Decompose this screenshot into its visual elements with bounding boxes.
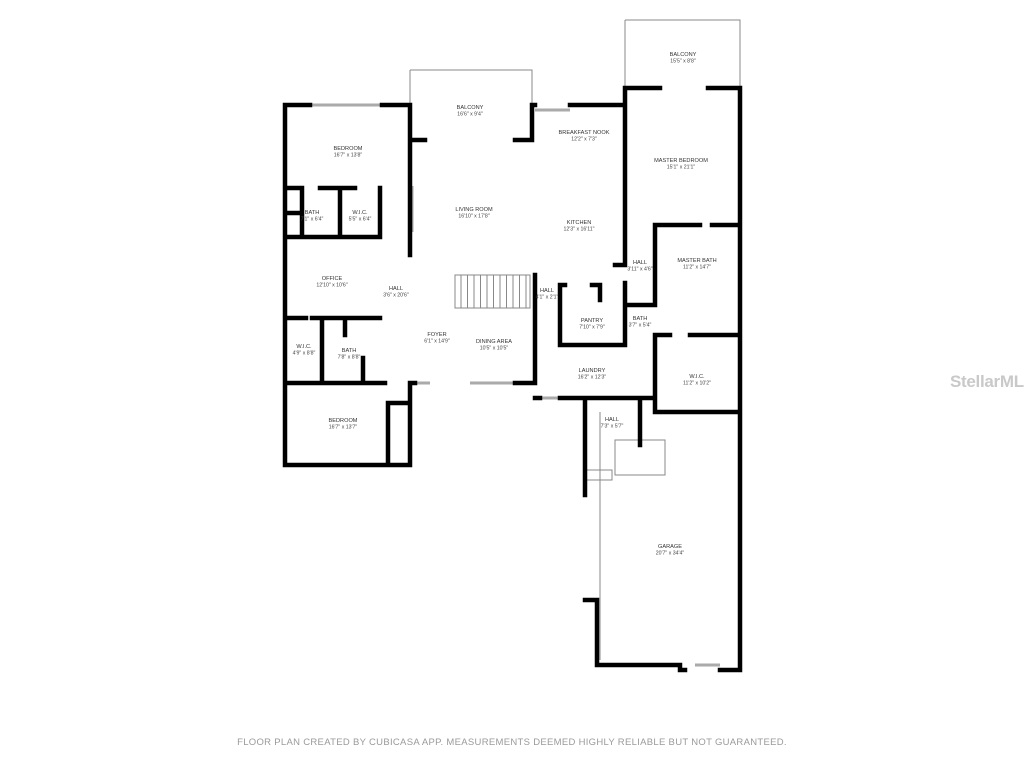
room-dimensions: 15'5" x 8'8" xyxy=(670,59,696,65)
room-dimensions: 16'6" x 9'4" xyxy=(457,112,483,118)
room-name: HALL xyxy=(605,417,619,423)
room-dimensions: 15'1" x 21'1" xyxy=(667,165,696,171)
room-dimensions: 11'2" x 14'7" xyxy=(683,265,711,271)
room-name: W.I.C. xyxy=(689,374,705,380)
room-dimensions: 16'10" x 17'8" xyxy=(458,214,489,220)
room-dimensions: 5'5" x 6'4" xyxy=(349,217,372,223)
walls xyxy=(282,85,743,673)
room-name: GARAGE xyxy=(658,544,682,550)
room-name: LIVING ROOM xyxy=(455,207,493,213)
watermark: StellarMLS xyxy=(950,372,1024,391)
room-name: BEDROOM xyxy=(329,418,358,424)
room-name: DINING AREA xyxy=(476,339,512,345)
room-name: W.I.C. xyxy=(352,210,368,216)
room-dimensions: 7'3" x 5'7" xyxy=(601,424,624,430)
room-name: LAUNDRY xyxy=(579,368,606,374)
room-dimensions: 7'8" x 8'8" xyxy=(338,355,361,361)
room-dimensions: 12'2" x 7'3" xyxy=(571,137,597,143)
room-name: KITCHEN xyxy=(567,220,592,226)
room-name: MASTER BATH xyxy=(677,258,716,264)
room-dimensions: 3'11" x 4'6" xyxy=(627,267,652,273)
room-name: OFFICE xyxy=(322,276,343,282)
room-dimensions: 3'6" x 20'6" xyxy=(383,293,409,299)
room-dimensions: 12'3" x 16'11" xyxy=(564,227,595,233)
room-name: BATH xyxy=(305,210,320,216)
stairs xyxy=(454,274,531,309)
room-name: BALCONY xyxy=(457,105,484,111)
room-dimensions: 10'5" x 10'5" xyxy=(480,346,509,352)
room-name: FOYER xyxy=(427,332,446,338)
room-name: HALL xyxy=(633,260,647,266)
room-name: MASTER BEDROOM xyxy=(654,158,708,164)
room-dimensions: 16'2" x 12'3" xyxy=(578,375,607,381)
room-dimensions: 11'2" x 10'2" xyxy=(683,381,711,387)
room-name: BATH xyxy=(633,316,648,322)
room-name: BEDROOM xyxy=(334,146,363,152)
room-dimensions: 3'7" x 5'4" xyxy=(629,323,652,329)
room-name: BALCONY xyxy=(670,52,697,58)
room-name: HALL xyxy=(540,288,554,294)
room-dimensions: 12'10" x 10'6" xyxy=(316,283,347,289)
room-name: W.I.C. xyxy=(296,344,312,350)
room-name: PANTRY xyxy=(581,318,603,324)
room-dimensions: 4'9" x 8'8" xyxy=(293,351,316,357)
room-name: BATH xyxy=(342,348,357,354)
room-dimensions: 7'10" x 7'9" xyxy=(579,325,605,331)
room-dimensions: 4'1" x 2'1" xyxy=(536,295,559,301)
room-dimensions: 16'7" x 13'7" xyxy=(329,425,358,431)
room-dimensions: 16'7" x 13'8" xyxy=(334,153,363,159)
footer-disclaimer: FLOOR PLAN CREATED BY CUBICASA APP. MEAS… xyxy=(237,737,787,748)
room-dimensions: 7'1" x 6'4" xyxy=(301,217,324,223)
room-dimensions: 6'1" x 14'9" xyxy=(424,339,450,345)
room-name: HALL xyxy=(389,286,403,292)
room-name: BREAKFAST NOOK xyxy=(559,130,610,136)
room-dimensions: 20'7" x 34'4" xyxy=(656,551,685,557)
